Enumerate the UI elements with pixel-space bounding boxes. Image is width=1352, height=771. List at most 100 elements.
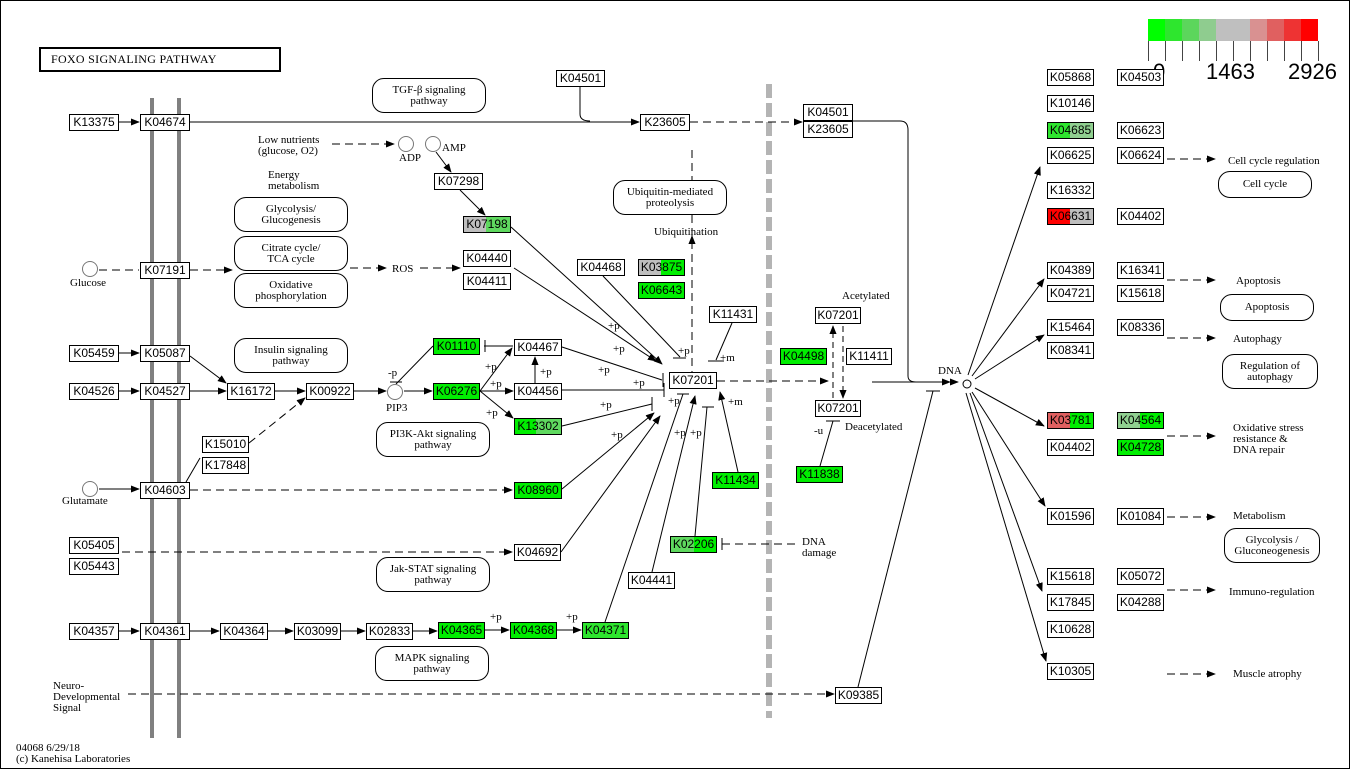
gene-node-k15618[interactable]: K15618: [1117, 285, 1164, 302]
gene-node-k06624[interactable]: K06624: [1117, 147, 1164, 164]
gene-node-k07201[interactable]: K07201: [815, 307, 861, 324]
pathway-link-box[interactable]: PI3K-Akt signaling pathway: [376, 422, 490, 457]
gene-node-k07298[interactable]: K07298: [434, 173, 483, 190]
gene-node-k16172[interactable]: K16172: [227, 383, 275, 400]
pathway-link-box[interactable]: Insulin signaling pathway: [234, 338, 348, 373]
gene-node-k06625[interactable]: K06625: [1047, 147, 1094, 164]
gene-node-k06643[interactable]: K06643: [638, 282, 685, 299]
gene-node-k13302[interactable]: K13302: [514, 418, 562, 435]
gene-node-k04692[interactable]: K04692: [514, 544, 561, 561]
pathway-link-box[interactable]: Regulation of autophagy: [1222, 354, 1318, 389]
gene-node-k16341[interactable]: K16341: [1117, 262, 1164, 279]
pathway-link-box[interactable]: Glycolysis / Gluconeogenesis: [1224, 528, 1320, 563]
gene-node-k04411[interactable]: K04411: [463, 273, 511, 290]
gene-node-k04501[interactable]: K04501: [556, 70, 605, 87]
gene-node-label: K03781: [1049, 413, 1092, 427]
gene-node-k04527[interactable]: K04527: [140, 383, 190, 400]
gene-node-k04371[interactable]: K04371: [582, 622, 629, 639]
gene-node-k04288[interactable]: K04288: [1117, 594, 1164, 611]
gene-node-k07198[interactable]: K07198: [463, 216, 511, 233]
gene-node-k04603[interactable]: K04603: [140, 482, 190, 499]
gene-node-k07201[interactable]: K07201: [815, 400, 861, 417]
gene-node-k23605[interactable]: K23605: [803, 121, 853, 138]
gene-node-k08960[interactable]: K08960: [514, 482, 562, 499]
gene-node-k04467[interactable]: K04467: [514, 339, 562, 356]
gene-node-k01084[interactable]: K01084: [1117, 508, 1164, 525]
gene-node-k17848[interactable]: K17848: [202, 457, 249, 474]
gene-node-k04361[interactable]: K04361: [140, 623, 190, 640]
pathway-link-box[interactable]: Glycolysis/ Glucogenesis: [234, 197, 348, 232]
gene-node-k07191[interactable]: K07191: [140, 262, 190, 279]
gene-node-k07201[interactable]: K07201: [669, 372, 717, 389]
compound-glutamate[interactable]: [82, 481, 98, 497]
gene-node-k04402[interactable]: K04402: [1117, 208, 1164, 225]
gene-node-k11434[interactable]: K11434: [712, 472, 759, 489]
gene-node-k04441[interactable]: K04441: [628, 572, 675, 589]
gene-node-k17845[interactable]: K17845: [1047, 594, 1094, 611]
pathway-link-box[interactable]: Oxidative phosphorylation: [234, 273, 348, 308]
gene-node-k06631[interactable]: K06631: [1047, 208, 1094, 225]
pathway-link-box[interactable]: Cell cycle: [1218, 171, 1312, 198]
gene-node-k02206[interactable]: K02206: [670, 536, 717, 553]
gene-node-k02833[interactable]: K02833: [366, 623, 413, 640]
gene-node-k10628[interactable]: K10628: [1047, 621, 1094, 638]
gene-node-k04728[interactable]: K04728: [1117, 439, 1164, 456]
gene-node-k03099[interactable]: K03099: [294, 623, 341, 640]
pathway-link-box[interactable]: TGF-β signaling pathway: [372, 78, 486, 113]
gene-node-k04498[interactable]: K04498: [780, 348, 827, 365]
gene-node-k09385[interactable]: K09385: [835, 687, 882, 704]
gene-node-k04674[interactable]: K04674: [140, 114, 190, 131]
gene-node-k08341[interactable]: K08341: [1047, 342, 1094, 359]
gene-node-k05087[interactable]: K05087: [140, 345, 190, 362]
gene-node-k04440[interactable]: K04440: [463, 250, 511, 267]
gene-node-k15010[interactable]: K15010: [202, 436, 249, 453]
pathway-link-box[interactable]: Jak-STAT signaling pathway: [376, 557, 490, 592]
gene-node-k04564[interactable]: K04564: [1117, 412, 1164, 429]
dna-node[interactable]: [962, 379, 972, 389]
gene-node-k04721[interactable]: K04721: [1047, 285, 1094, 302]
gene-node-k05405[interactable]: K05405: [69, 537, 119, 554]
pathway-link-box[interactable]: Citrate cycle/ TCA cycle: [234, 236, 348, 271]
gene-node-k05459[interactable]: K05459: [69, 345, 119, 362]
gene-node-k10146[interactable]: K10146: [1047, 95, 1094, 112]
gene-node-k23605[interactable]: K23605: [640, 114, 690, 131]
compound-amp[interactable]: [425, 136, 441, 152]
gene-node-k05443[interactable]: K05443: [69, 558, 119, 575]
gene-node-k11431[interactable]: K11431: [709, 306, 757, 323]
gene-node-k06276[interactable]: K06276: [433, 383, 480, 400]
compound-glucose[interactable]: [82, 261, 98, 277]
gene-node-k04501[interactable]: K04501: [803, 104, 853, 121]
gene-node-k10305[interactable]: K10305: [1047, 663, 1094, 680]
gene-node-k15618[interactable]: K15618: [1047, 568, 1094, 585]
gene-node-k04389[interactable]: K04389: [1047, 262, 1094, 279]
gene-node-k16332[interactable]: K16332: [1047, 182, 1094, 199]
gene-node-k04456[interactable]: K04456: [514, 383, 562, 400]
gene-node-k06623[interactable]: K06623: [1117, 122, 1164, 139]
gene-node-k05072[interactable]: K05072: [1117, 568, 1164, 585]
gene-node-k04526[interactable]: K04526: [69, 383, 119, 400]
gene-node-k05868[interactable]: K05868: [1047, 69, 1094, 86]
gene-node-k04364[interactable]: K04364: [220, 623, 268, 640]
gene-node-k04503[interactable]: K04503: [1117, 69, 1164, 86]
gene-node-k04368[interactable]: K04368: [510, 622, 557, 639]
pathway-link-box[interactable]: MAPK signaling pathway: [375, 646, 489, 681]
gene-node-k13375[interactable]: K13375: [69, 114, 119, 131]
gene-node-k08336[interactable]: K08336: [1117, 319, 1164, 336]
gene-node-k01596[interactable]: K01596: [1047, 508, 1094, 525]
gene-node-k11838[interactable]: K11838: [796, 466, 843, 483]
gene-node-k03875[interactable]: K03875: [638, 259, 685, 276]
gene-node-k04468[interactable]: K04468: [577, 259, 625, 276]
gene-node-k00922[interactable]: K00922: [306, 383, 354, 400]
pathway-link-box[interactable]: Ubiquitin-mediated proteolysis: [613, 180, 727, 215]
gene-node-k04365[interactable]: K04365: [438, 622, 485, 639]
gene-node-k11411[interactable]: K11411: [846, 348, 892, 365]
compound-pip3[interactable]: [387, 384, 403, 400]
gene-node-k01110[interactable]: K01110: [433, 338, 480, 355]
gene-node-k04357[interactable]: K04357: [69, 623, 119, 640]
gene-node-k15464[interactable]: K15464: [1047, 319, 1094, 336]
compound-adp[interactable]: [398, 136, 414, 152]
gene-node-k03781[interactable]: K03781: [1047, 412, 1094, 429]
gene-node-k04685[interactable]: K04685: [1047, 122, 1094, 139]
gene-node-k04402[interactable]: K04402: [1047, 439, 1094, 456]
pathway-link-box[interactable]: Apoptosis: [1220, 294, 1314, 321]
